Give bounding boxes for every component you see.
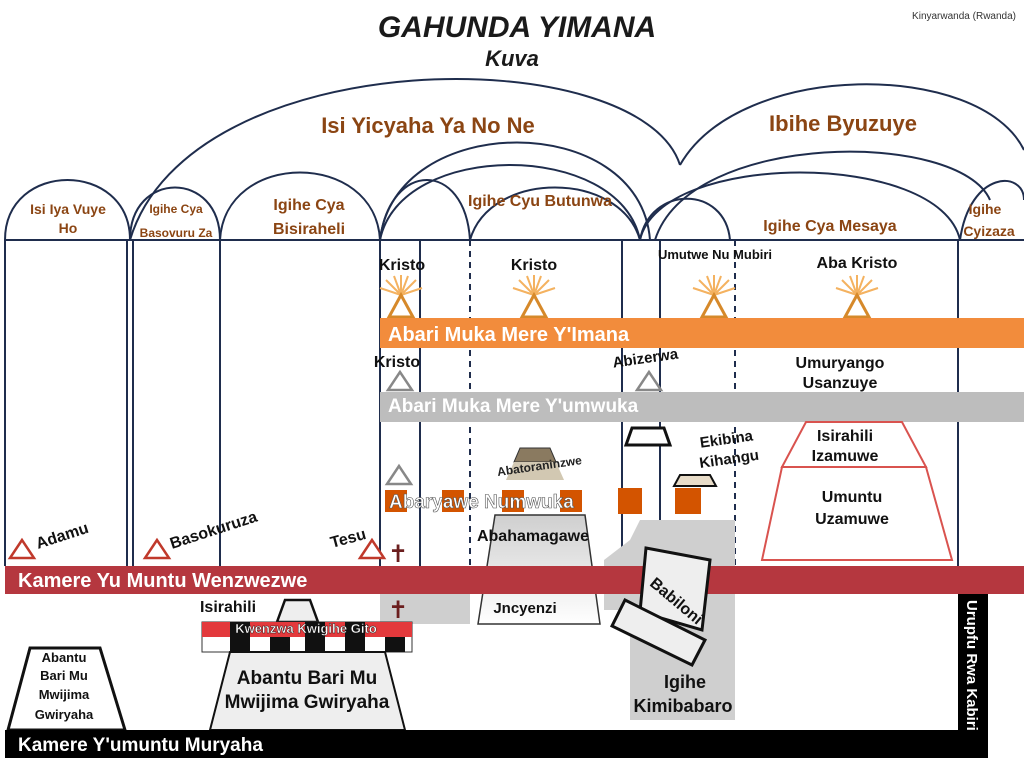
column-label-messianic-age: Igihe Cya Mesaya xyxy=(763,218,897,235)
label-jncyenzi: Jncyenzi xyxy=(493,600,556,617)
label-isirahili: Isirahili xyxy=(200,599,256,616)
babylon-blocks xyxy=(609,546,712,667)
label-aba-kristo: Aba Kristo xyxy=(817,255,898,272)
spirit-begotten-blocks xyxy=(385,488,701,514)
israel-block xyxy=(275,598,320,624)
top-labels: Kristo Kristo Umutwe Nu Mubiri Aba Krist… xyxy=(379,247,898,274)
glory-triangle-icon xyxy=(835,275,879,319)
glory-triangles xyxy=(379,275,879,319)
label-basokuruza: Basokuruza xyxy=(168,509,260,553)
label-kwenzwa: Kwenzwa Kwigihe Gito xyxy=(235,621,377,636)
spirit-nature-label: Abari Muka Mere Y'umwuka xyxy=(388,396,639,417)
people-darkness-pyramid xyxy=(208,651,407,731)
spirit-nature-band xyxy=(380,392,1024,422)
great-company-tier xyxy=(672,474,718,487)
diagram-subtitle: Kuva xyxy=(485,46,539,71)
arc-label-fullness-of-times: Ibihe Byuzuye xyxy=(769,111,917,136)
perfect-human-nature-label: Kamere Yu Muntu Wenzwezwe xyxy=(18,570,307,592)
red-triangle-icon xyxy=(7,537,37,560)
label-abahamagawe: Abahamagawe xyxy=(477,528,589,545)
diagram-title: GAHUNDA YIMANA xyxy=(378,11,656,44)
red-triangle-icon xyxy=(142,537,172,560)
fallen-human-nature-label: Kamere Y'umuntu Muryaha xyxy=(18,735,263,756)
elect-pyramid xyxy=(506,447,564,480)
label-ekibina-kihangu: EkibinaKihangu xyxy=(695,427,760,472)
glory-triangle-icon xyxy=(692,275,736,319)
column-label-gospel-age: Igihe Cyu Butunwa xyxy=(468,193,612,210)
perfect-human-nature-band xyxy=(5,566,1024,594)
grey-triangle-icon xyxy=(634,369,664,392)
label-kristo-2: Kristo xyxy=(511,257,557,274)
arc-label-present-world: Isi Yicyaha Ya No Ne xyxy=(321,113,535,138)
divine-nature-band xyxy=(380,318,1024,348)
label-kristo-1: Kristo xyxy=(379,257,425,274)
second-death-label: Urupfu Rwa Kabiri xyxy=(963,600,980,731)
grey-triangle-icon xyxy=(385,369,415,392)
label-abaryawe-numwuka: Abaryawe Numwuka xyxy=(389,492,574,513)
grey-triangle-icon xyxy=(384,463,414,486)
fallen-human-nature-band xyxy=(5,730,988,758)
label-tesu: Tesu xyxy=(329,526,368,552)
arch-lines xyxy=(4,78,1024,566)
cross-icon: ✝ xyxy=(388,597,408,624)
second-death-band xyxy=(958,594,988,756)
label-adamu: Adamu xyxy=(34,520,91,553)
cross-icon: ✝ xyxy=(388,541,408,568)
glory-triangle-icon xyxy=(379,275,423,319)
label-kristo-mid: Kristo xyxy=(374,354,420,371)
restored-mankind-pyramid xyxy=(760,421,954,561)
typical-justification-band xyxy=(201,621,413,653)
cross-grey-area xyxy=(380,594,470,624)
language-note: Kinyarwanda (Rwanda) xyxy=(912,11,1016,22)
label-head-and-body: Umutwe Nu Mubiri xyxy=(658,247,772,262)
divine-nature-label: Abari Muka Mere Y'Imana xyxy=(388,324,630,346)
red-triangle-icon xyxy=(357,537,387,560)
great-company-block xyxy=(623,426,673,447)
glory-triangle-icon xyxy=(512,275,556,319)
